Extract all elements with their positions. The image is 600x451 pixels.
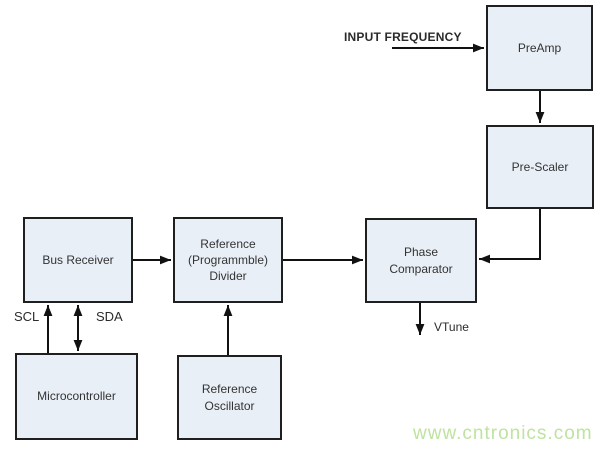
block-microcontroller-label: Microcontroller xyxy=(37,389,116,404)
block-phase-comparator-label: Phase Comparator xyxy=(389,245,453,276)
block-phase-comparator: Phase Comparator xyxy=(365,218,477,303)
block-prescaler: Pre-Scaler xyxy=(486,125,594,209)
block-bus-receiver: Bus Receiver xyxy=(23,217,133,303)
block-microcontroller: Microcontroller xyxy=(15,353,138,440)
block-reference-oscillator-label: Reference Oscillator xyxy=(201,382,258,413)
block-reference-divider: Reference (Programmble) Divider xyxy=(173,217,283,303)
block-reference-oscillator: Reference Oscillator xyxy=(177,355,282,440)
block-preamp: PreAmp xyxy=(486,5,593,91)
block-prescaler-label: Pre-Scaler xyxy=(511,159,569,174)
input-frequency-label: INPUT FREQUENCY xyxy=(344,30,462,44)
block-reference-divider-label: Reference (Programmble) Divider xyxy=(187,236,268,284)
block-bus-receiver-label: Bus Receiver xyxy=(42,252,114,267)
scl-label: SCL xyxy=(14,309,40,324)
sda-label: SDA xyxy=(96,309,123,324)
vtune-label: VTune xyxy=(434,320,469,334)
prescaler-to-phase-comparator-arrow xyxy=(479,209,541,264)
block-preamp-label: PreAmp xyxy=(517,40,562,55)
watermark-text: www.cntronics.com xyxy=(413,423,593,444)
